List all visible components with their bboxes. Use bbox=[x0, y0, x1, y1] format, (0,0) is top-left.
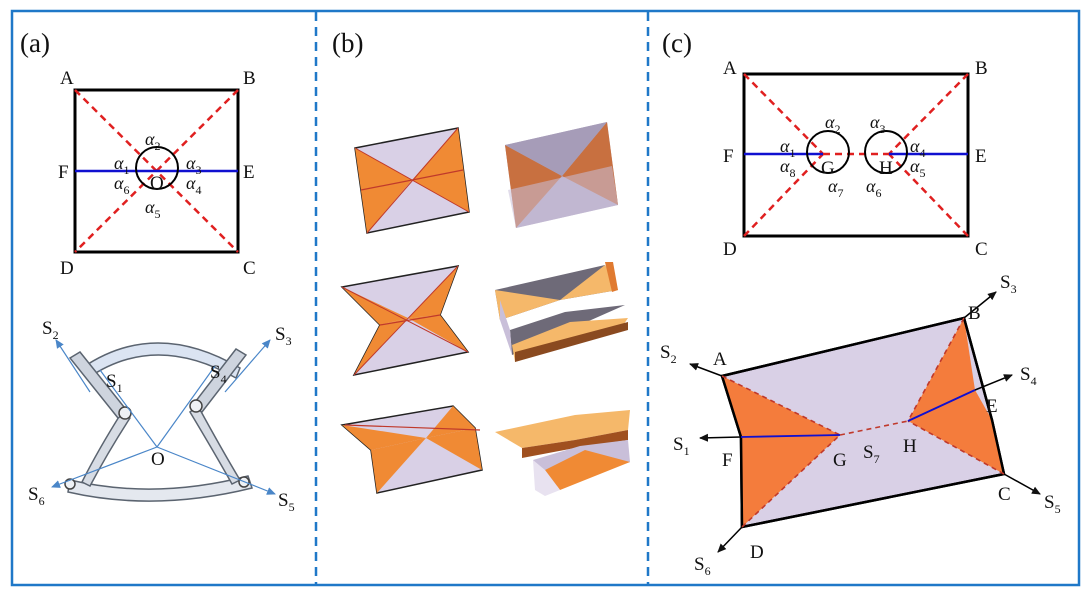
right-curved-link bbox=[189, 404, 242, 485]
c-angle-alpha-4: α4 bbox=[910, 136, 925, 160]
mech-label-s4: S4 bbox=[210, 362, 227, 386]
mech-label-s1: S1 bbox=[106, 371, 123, 395]
bottom-arc-link bbox=[67, 475, 253, 502]
panel-b: (b) bbox=[332, 28, 630, 496]
axis-s5 bbox=[156, 446, 276, 495]
model-label-d: D bbox=[750, 542, 764, 563]
c-angle-alpha-1: α1 bbox=[780, 136, 795, 160]
spherical-mechanism: O S1 S2 S3 S4 S5 S6 bbox=[28, 318, 295, 514]
mech-label-s6: S6 bbox=[28, 484, 45, 508]
fold-line-bh bbox=[888, 73, 969, 155]
rect-vertex-h: H bbox=[879, 158, 893, 179]
arrow-s1 bbox=[699, 433, 742, 442]
model-label-a: A bbox=[713, 349, 727, 370]
c-angle-alpha-8: α8 bbox=[780, 156, 795, 180]
arrow-s6 bbox=[717, 526, 743, 553]
model-label-s4: S4 bbox=[1020, 364, 1037, 388]
model-right-triangle bbox=[908, 318, 975, 421]
joint-left bbox=[118, 406, 132, 420]
fold-state-1-front bbox=[354, 127, 470, 234]
rect-vertex-g: G bbox=[821, 158, 835, 179]
c-angle-alpha-5: α5 bbox=[910, 156, 925, 180]
axis-s4 bbox=[156, 365, 216, 448]
model-label-e: E bbox=[986, 396, 998, 417]
arrow-s2 bbox=[689, 363, 723, 377]
vertex-b: B bbox=[243, 68, 256, 89]
rect-vertex-f: F bbox=[723, 146, 734, 167]
axis-s3 bbox=[224, 339, 271, 393]
model-label-s2: S2 bbox=[660, 342, 677, 366]
angle-alpha-6: α6 bbox=[114, 173, 129, 197]
model-label-c: C bbox=[998, 484, 1011, 505]
fold-state-3-front bbox=[340, 405, 483, 494]
model-label-h: H bbox=[903, 436, 917, 457]
vertex-circle-g bbox=[806, 130, 850, 174]
rect-vertex-b: B bbox=[975, 58, 988, 79]
rect-pattern: A B C D E F G H α1 α2 α3 α4 α8 α7 α6 α5 bbox=[723, 58, 988, 260]
axis-s1 bbox=[99, 369, 158, 448]
panel-c-label: (c) bbox=[662, 28, 692, 58]
vertex-circle-h bbox=[864, 130, 908, 174]
model-fold-he bbox=[907, 389, 976, 422]
mech-label-s2: S2 bbox=[42, 318, 59, 342]
fold-state-1-back bbox=[505, 122, 618, 228]
panel-a: (a) A B C D E F O α2 α1 α3 α6 α4 α5 bbox=[20, 28, 295, 514]
fold-state-2-back bbox=[495, 262, 628, 362]
panel-c: (c) A B C D E F G H α1 α2 α3 α4 α8 α7 bbox=[660, 28, 1061, 578]
vertex-o: O bbox=[150, 173, 164, 194]
rect-vertex-d: D bbox=[723, 239, 737, 260]
axis-s6 bbox=[51, 446, 158, 488]
model-label-f: F bbox=[722, 450, 733, 471]
mech-label-s5: S5 bbox=[278, 490, 295, 514]
outer-frame bbox=[10, 9, 1081, 587]
vertex-d: D bbox=[60, 258, 74, 279]
model-label-g: G bbox=[833, 450, 847, 471]
model-label-s5: S5 bbox=[1044, 492, 1061, 516]
rect-vertex-e: E bbox=[975, 146, 987, 167]
arrow-s5 bbox=[1003, 473, 1041, 495]
fold-line-ag bbox=[743, 73, 824, 155]
panel-b-label: (b) bbox=[332, 28, 363, 58]
model-left-triangle bbox=[722, 376, 840, 437]
fold-state-3-back bbox=[495, 410, 630, 496]
vertex-a: A bbox=[60, 68, 74, 89]
fold-state-2-front bbox=[340, 265, 470, 377]
vertex-circle-o bbox=[135, 146, 179, 190]
angle-alpha-4: α4 bbox=[186, 173, 201, 197]
fold-line-dg bbox=[743, 153, 824, 237]
model-fold-fg bbox=[740, 434, 841, 438]
angle-alpha-5: α5 bbox=[145, 197, 160, 221]
square-pattern: A B C D E F O α2 α1 α3 α6 α4 α5 bbox=[58, 68, 256, 279]
c-angle-alpha-6: α6 bbox=[866, 176, 881, 200]
rect-vertex-a: A bbox=[723, 58, 737, 79]
angle-alpha-1: α1 bbox=[114, 153, 129, 177]
model-label-s3: S3 bbox=[1000, 272, 1017, 296]
arrow-s3 bbox=[963, 291, 997, 319]
panel-a-label: (a) bbox=[20, 28, 50, 58]
rect-vertex-c: C bbox=[975, 239, 988, 260]
model-label-s7: S7 bbox=[863, 442, 880, 466]
folded-model: A B C D E F G H S7 S1 S2 S3 S4 S5 S6 bbox=[660, 272, 1061, 578]
axis-s2 bbox=[55, 339, 91, 393]
top-arc-link bbox=[80, 342, 241, 380]
joint-right bbox=[189, 399, 203, 413]
c-angle-alpha-3: α3 bbox=[870, 112, 885, 136]
arrow-s4 bbox=[974, 374, 1013, 391]
angle-alpha-2: α2 bbox=[145, 129, 160, 153]
fold-line-ch bbox=[888, 153, 969, 237]
mech-label-o: O bbox=[151, 449, 165, 470]
c-angle-alpha-2: α2 bbox=[825, 112, 840, 136]
model-right-triangle-low bbox=[908, 390, 1004, 474]
model-label-s1: S1 bbox=[673, 434, 690, 458]
c-angle-alpha-7: α7 bbox=[828, 176, 843, 200]
mech-label-s3: S3 bbox=[275, 324, 292, 348]
model-label-s6: S6 bbox=[694, 554, 711, 578]
angle-alpha-3: α3 bbox=[186, 153, 201, 177]
vertex-c: C bbox=[243, 258, 256, 279]
left-curved-link bbox=[80, 410, 132, 487]
model-label-b: B bbox=[968, 303, 981, 324]
vertex-e: E bbox=[243, 162, 255, 183]
vertex-f: F bbox=[58, 162, 69, 183]
